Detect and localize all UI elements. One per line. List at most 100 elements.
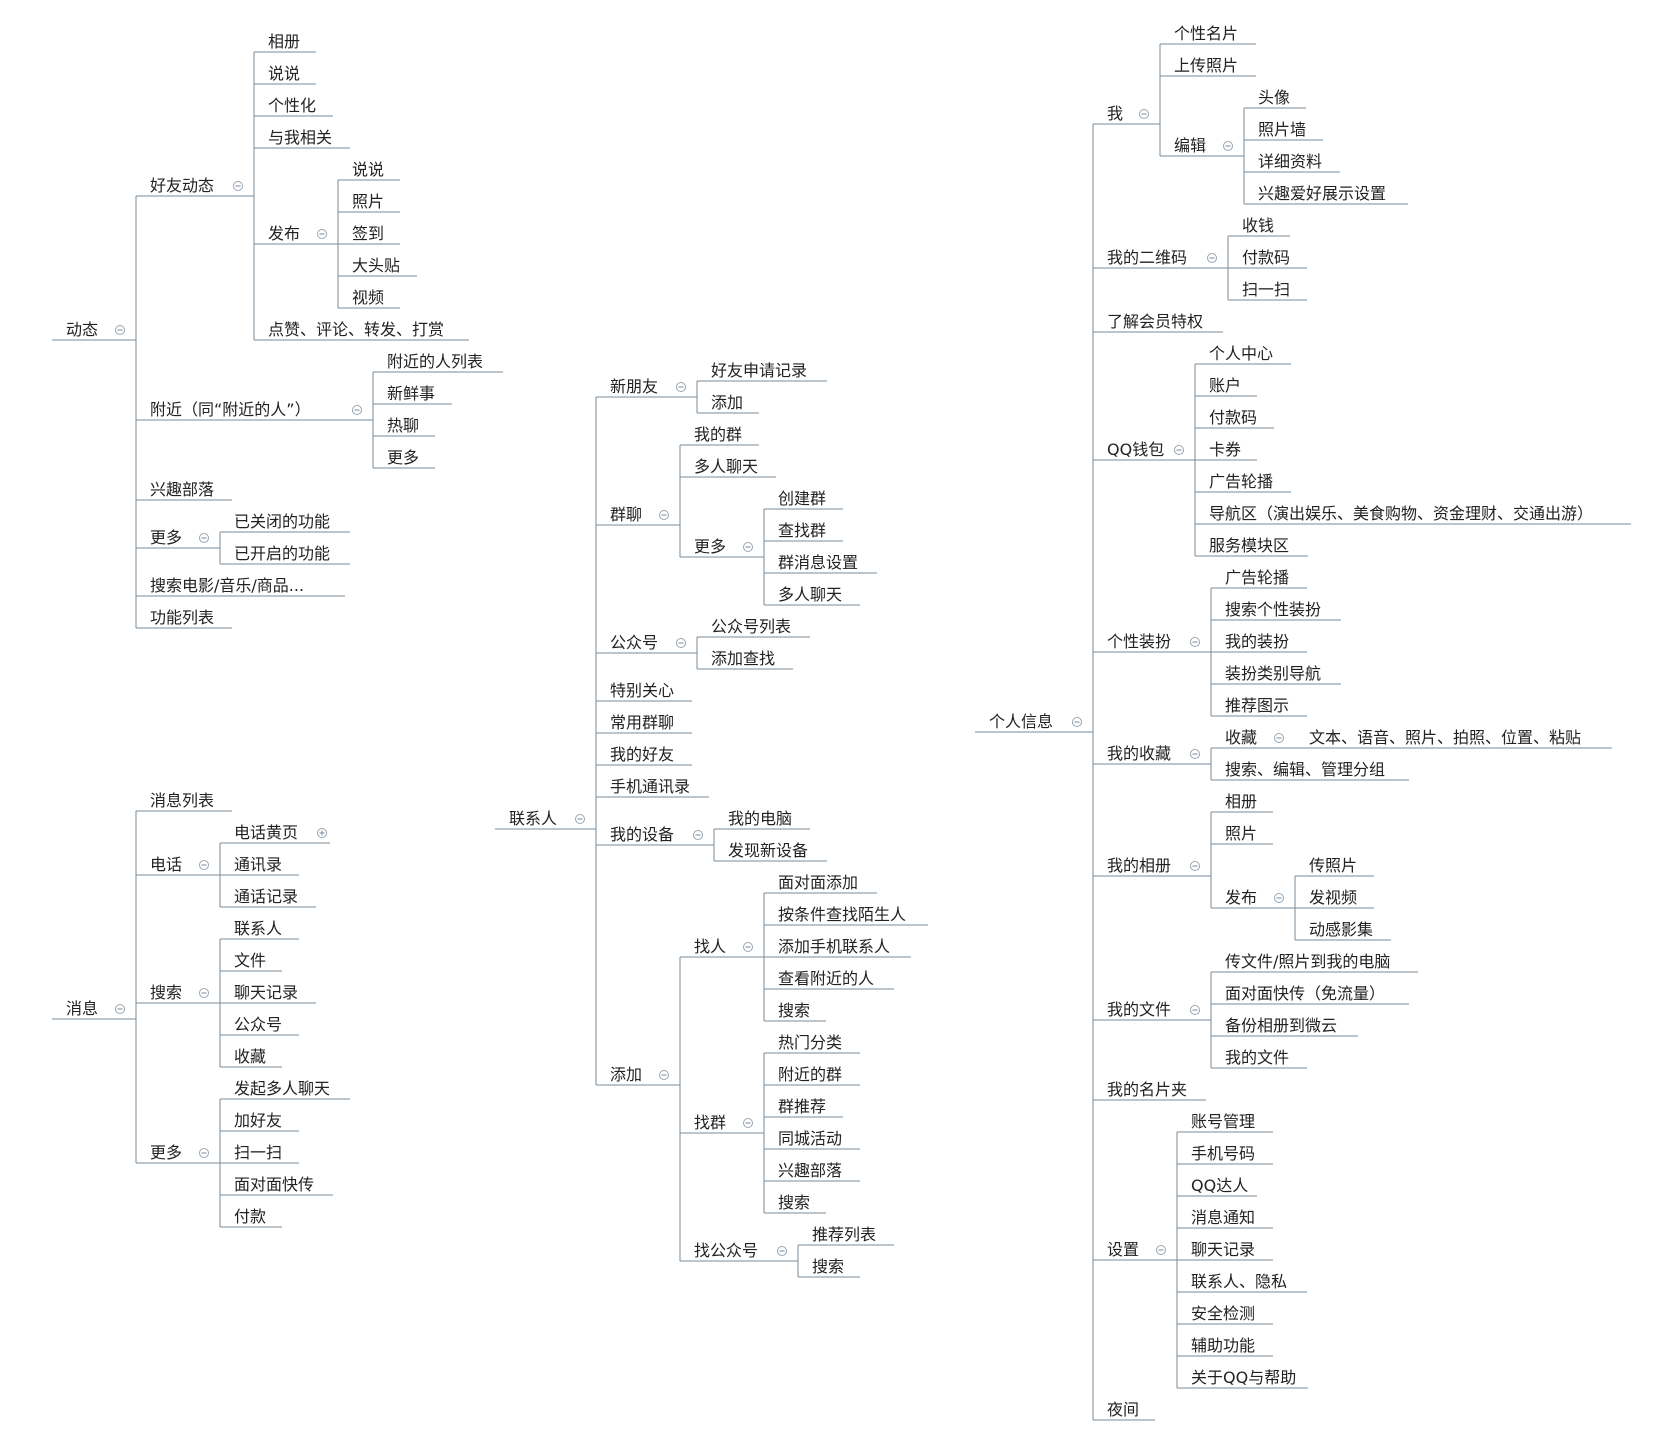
- node-搜索[interactable]: 搜索: [778, 1001, 810, 1020]
- node-群推荐[interactable]: 群推荐: [778, 1097, 826, 1116]
- node-广告轮播[interactable]: 广告轮播: [1225, 568, 1289, 587]
- node-照片[interactable]: 照片: [1225, 824, 1257, 843]
- node-查找群[interactable]: 查找群: [778, 521, 826, 540]
- node-传文件-照片到我的电脑[interactable]: 传文件/照片到我的电脑: [1225, 952, 1390, 971]
- collapse-icon[interactable]: [352, 405, 362, 415]
- node-头像[interactable]: 头像: [1258, 88, 1290, 107]
- node-动态[interactable]: 动态: [66, 320, 98, 339]
- collapse-icon[interactable]: [743, 942, 753, 952]
- collapse-icon[interactable]: [1156, 1245, 1166, 1255]
- node-搜索电影-音乐-商品[interactable]: 搜索电影/音乐/商品...: [150, 576, 304, 595]
- collapse-icon[interactable]: [199, 1148, 209, 1158]
- collapse-icon[interactable]: [777, 1246, 787, 1256]
- node-面对面快传-免流量[interactable]: 面对面快传（免流量）: [1225, 984, 1385, 1003]
- collapse-icon[interactable]: [233, 181, 243, 191]
- node-兴趣部落[interactable]: 兴趣部落: [778, 1161, 842, 1180]
- collapse-icon[interactable]: [676, 638, 686, 648]
- node-照片[interactable]: 照片: [352, 192, 384, 211]
- node-收藏[interactable]: 收藏: [1225, 728, 1257, 747]
- node-面对面快传[interactable]: 面对面快传: [234, 1175, 314, 1194]
- node-搜索个性装扮[interactable]: 搜索个性装扮: [1225, 600, 1321, 619]
- node-辅助功能[interactable]: 辅助功能: [1191, 1336, 1255, 1355]
- node-说说[interactable]: 说说: [352, 160, 384, 179]
- node-扫一扫[interactable]: 扫一扫: [1242, 280, 1290, 299]
- node-设置[interactable]: 设置: [1107, 1240, 1139, 1259]
- node-文本-语音-照片-拍照-位置-粘贴[interactable]: 文本、语音、照片、拍照、位置、粘贴: [1309, 728, 1581, 747]
- node-了解会员特权[interactable]: 了解会员特权: [1107, 312, 1203, 331]
- node-创建群[interactable]: 创建群: [778, 489, 826, 508]
- node-功能列表[interactable]: 功能列表: [150, 608, 214, 627]
- node-我[interactable]: 我: [1107, 104, 1123, 123]
- node-公众号列表[interactable]: 公众号列表: [711, 617, 791, 636]
- node-夜间[interactable]: 夜间: [1107, 1400, 1139, 1419]
- node-我的收藏[interactable]: 我的收藏: [1107, 744, 1171, 763]
- node-发布[interactable]: 发布: [268, 224, 300, 243]
- collapse-icon[interactable]: [575, 814, 585, 824]
- node-附近-同-附近的人[interactable]: 附近（同“附近的人”）: [150, 400, 311, 419]
- node-服务模块区[interactable]: 服务模块区: [1209, 536, 1289, 555]
- collapse-icon[interactable]: [199, 860, 209, 870]
- node-搜索[interactable]: 搜索: [778, 1193, 810, 1212]
- collapse-icon[interactable]: [199, 533, 209, 543]
- node-联系人-隐私[interactable]: 联系人、隐私: [1191, 1272, 1287, 1291]
- node-特别关心[interactable]: 特别关心: [610, 681, 674, 700]
- node-新鲜事[interactable]: 新鲜事: [387, 384, 435, 403]
- node-手机通讯录[interactable]: 手机通讯录: [610, 777, 690, 796]
- node-账户[interactable]: 账户: [1209, 376, 1241, 395]
- node-群消息设置[interactable]: 群消息设置: [778, 553, 858, 572]
- node-文件[interactable]: 文件: [234, 951, 266, 970]
- node-QQ钱包[interactable]: QQ钱包: [1107, 440, 1164, 459]
- node-上传照片[interactable]: 上传照片: [1174, 56, 1238, 75]
- node-搜索[interactable]: 搜索: [812, 1257, 844, 1276]
- node-视频[interactable]: 视频: [352, 288, 384, 307]
- node-我的相册[interactable]: 我的相册: [1107, 856, 1171, 875]
- collapse-icon[interactable]: [1190, 861, 1200, 871]
- collapse-icon[interactable]: [1274, 733, 1284, 743]
- collapse-icon[interactable]: [1072, 717, 1082, 727]
- node-我的好友[interactable]: 我的好友: [610, 745, 674, 764]
- node-详细资料[interactable]: 详细资料: [1258, 152, 1322, 171]
- node-收钱[interactable]: 收钱: [1242, 216, 1274, 235]
- collapse-icon[interactable]: [743, 542, 753, 552]
- node-我的文件[interactable]: 我的文件: [1107, 1000, 1171, 1019]
- node-推荐列表[interactable]: 推荐列表: [812, 1225, 876, 1244]
- node-我的电脑[interactable]: 我的电脑: [728, 809, 792, 828]
- node-传照片[interactable]: 传照片: [1309, 856, 1357, 875]
- node-说说[interactable]: 说说: [268, 64, 300, 83]
- node-联系人[interactable]: 联系人: [234, 919, 282, 938]
- node-好友申请记录[interactable]: 好友申请记录: [711, 361, 807, 380]
- node-照片墙[interactable]: 照片墙: [1258, 120, 1306, 139]
- collapse-icon[interactable]: [659, 1070, 669, 1080]
- node-我的群[interactable]: 我的群: [694, 425, 742, 444]
- node-付款[interactable]: 付款: [234, 1207, 266, 1226]
- node-编辑[interactable]: 编辑: [1174, 136, 1206, 155]
- node-动感影集[interactable]: 动感影集: [1309, 920, 1373, 939]
- node-个性化[interactable]: 个性化: [268, 96, 316, 115]
- node-个性装扮[interactable]: 个性装扮: [1107, 632, 1171, 651]
- node-备份相册到微云[interactable]: 备份相册到微云: [1225, 1016, 1337, 1035]
- collapse-icon[interactable]: [1207, 253, 1217, 263]
- collapse-icon[interactable]: [115, 1004, 125, 1014]
- node-导航区-演出娱乐-美食购物-资金理财-交通出游[interactable]: 导航区（演出娱乐、美食购物、资金理财、交通出游）: [1209, 504, 1593, 523]
- node-更多[interactable]: 更多: [387, 448, 419, 467]
- node-装扮类别导航[interactable]: 装扮类别导航: [1225, 664, 1321, 683]
- node-通讯录[interactable]: 通讯录: [234, 855, 282, 874]
- node-热聊[interactable]: 热聊: [387, 416, 419, 435]
- node-聊天记录[interactable]: 聊天记录: [234, 983, 298, 1002]
- node-相册[interactable]: 相册: [268, 32, 300, 51]
- node-同城活动[interactable]: 同城活动: [778, 1129, 842, 1148]
- node-添加查找[interactable]: 添加查找: [711, 649, 775, 668]
- node-个性名片[interactable]: 个性名片: [1174, 24, 1238, 43]
- node-查看附近的人[interactable]: 查看附近的人: [778, 969, 874, 988]
- node-群聊[interactable]: 群聊: [610, 505, 642, 524]
- node-新朋友[interactable]: 新朋友: [610, 377, 658, 396]
- node-好友动态[interactable]: 好友动态: [150, 176, 214, 195]
- node-附近的群[interactable]: 附近的群: [778, 1065, 842, 1084]
- node-付款码[interactable]: 付款码: [1242, 248, 1290, 267]
- node-常用群聊[interactable]: 常用群聊: [610, 713, 674, 732]
- node-电话黄页[interactable]: 电话黄页: [234, 823, 298, 842]
- node-扫一扫[interactable]: 扫一扫: [234, 1143, 282, 1162]
- collapse-icon[interactable]: [1174, 445, 1184, 455]
- node-我的二维码[interactable]: 我的二维码: [1107, 248, 1187, 267]
- node-电话[interactable]: 电话: [150, 855, 182, 874]
